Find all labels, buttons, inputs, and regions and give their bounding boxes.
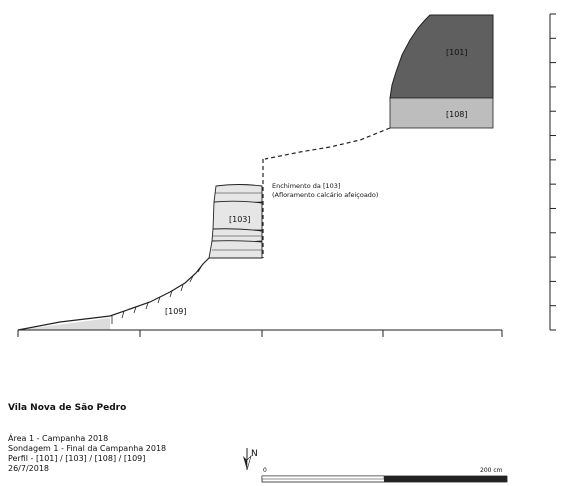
unit-label-103: [103] xyxy=(229,215,251,224)
unit-103-block xyxy=(208,184,263,259)
ground-hachures xyxy=(111,266,202,324)
info-line-1: Área 1 - Campanha 2018 xyxy=(8,434,109,443)
site-title: Vila Nova de São Pedro xyxy=(8,403,127,413)
title-block-info: Área 1 - Campanha 2018 Sondagem 1 - Fina… xyxy=(8,434,166,474)
ground-profile-line xyxy=(17,257,210,331)
scale-start-label: 0 xyxy=(263,467,267,474)
info-line-3: Perfil - [101] / [103] / [108] / [109] xyxy=(8,454,146,463)
dashed-profile-line xyxy=(264,127,391,160)
north-label: N xyxy=(251,449,258,459)
vertical-ruler-ticks xyxy=(550,13,556,331)
scale-bar xyxy=(261,475,508,483)
ground-ticks xyxy=(17,330,503,337)
unit-108-fill xyxy=(389,97,494,129)
scale-end-label: 200 cm xyxy=(480,467,503,474)
unit-label-109: [109] xyxy=(165,307,187,316)
north-arrow xyxy=(243,448,252,471)
unit-label-108: [108] xyxy=(446,110,468,119)
unit-101-fill xyxy=(389,14,494,99)
annotation-line-1: Enchimento da [103] xyxy=(272,182,340,190)
info-line-4: 26/7/2018 xyxy=(8,464,50,473)
info-line-2: Sondagem 1 - Final da Campanha 2018 xyxy=(8,444,167,453)
unit-label-101: [101] xyxy=(446,48,468,57)
unit-109-fill xyxy=(18,318,110,330)
annotation-line-2: (Afloramento calcário afeiçoado) xyxy=(272,191,378,199)
